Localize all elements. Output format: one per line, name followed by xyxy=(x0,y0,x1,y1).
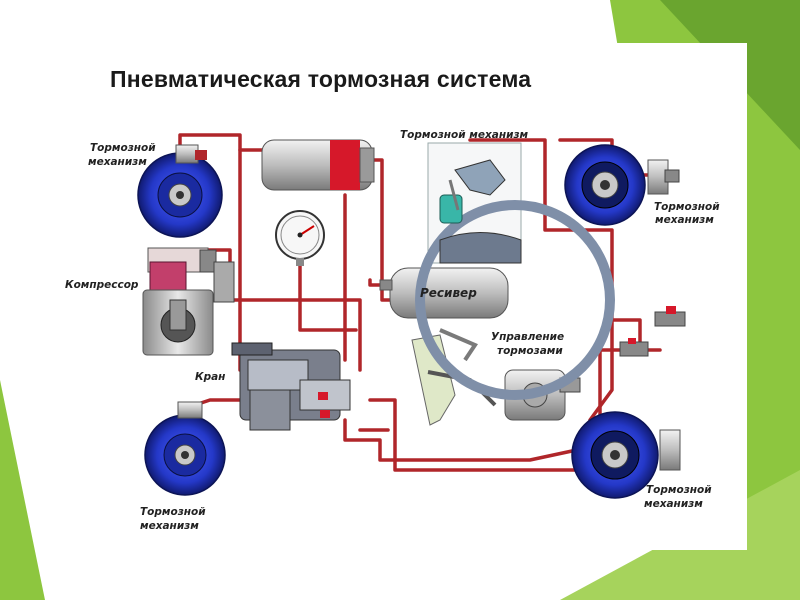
compressor xyxy=(142,247,235,356)
air-lines xyxy=(148,133,662,472)
pipe-tank-to-receiver xyxy=(370,158,392,302)
label-brake-bottom-right-2: механизм xyxy=(644,498,703,510)
label-brake-bottom-right-1: Тормозной xyxy=(646,484,712,496)
page-title: Пневматическая тормозная система xyxy=(110,66,532,92)
brake-valve xyxy=(231,342,351,431)
diagram-labels: Тормозной механизм Тормозной механизм То… xyxy=(65,129,720,532)
label-brake-bottom-left-2: механизм xyxy=(140,520,199,532)
pipe-valve-right xyxy=(610,318,662,352)
air-tank xyxy=(261,139,375,191)
pressure-gauge xyxy=(275,210,325,266)
label-brake-top-left-2: механизм xyxy=(88,156,147,168)
label-brake-control-1: Управление xyxy=(491,331,564,343)
brake-drum-top-right xyxy=(564,144,680,226)
bg-shape-left xyxy=(0,380,45,600)
pipe-gauge xyxy=(298,258,358,332)
inset-brake-detail xyxy=(420,142,610,395)
label-brake-top-center: Тормозной механизм xyxy=(400,129,529,141)
pipe-bottom-right-1 xyxy=(343,418,602,462)
right-valves xyxy=(619,306,686,357)
brake-drum-bottom-right xyxy=(571,411,681,499)
label-brake-top-left-1: Тормозной xyxy=(90,142,156,154)
brake-drum-bottom-left xyxy=(144,401,226,496)
label-brake-top-right-1: Тормозной xyxy=(654,201,720,213)
label-compressor: Компрессор xyxy=(65,279,139,291)
pipe-compressor-out xyxy=(223,298,362,372)
brake-drum-top-left xyxy=(137,144,223,238)
label-crane: Кран xyxy=(195,371,225,383)
label-receiver: Ресивер xyxy=(420,286,477,300)
label-brake-top-right-2: механизм xyxy=(655,214,714,226)
label-brake-control-2: тормозами xyxy=(497,345,563,357)
label-brake-bottom-left-1: Тормозной xyxy=(140,506,206,518)
